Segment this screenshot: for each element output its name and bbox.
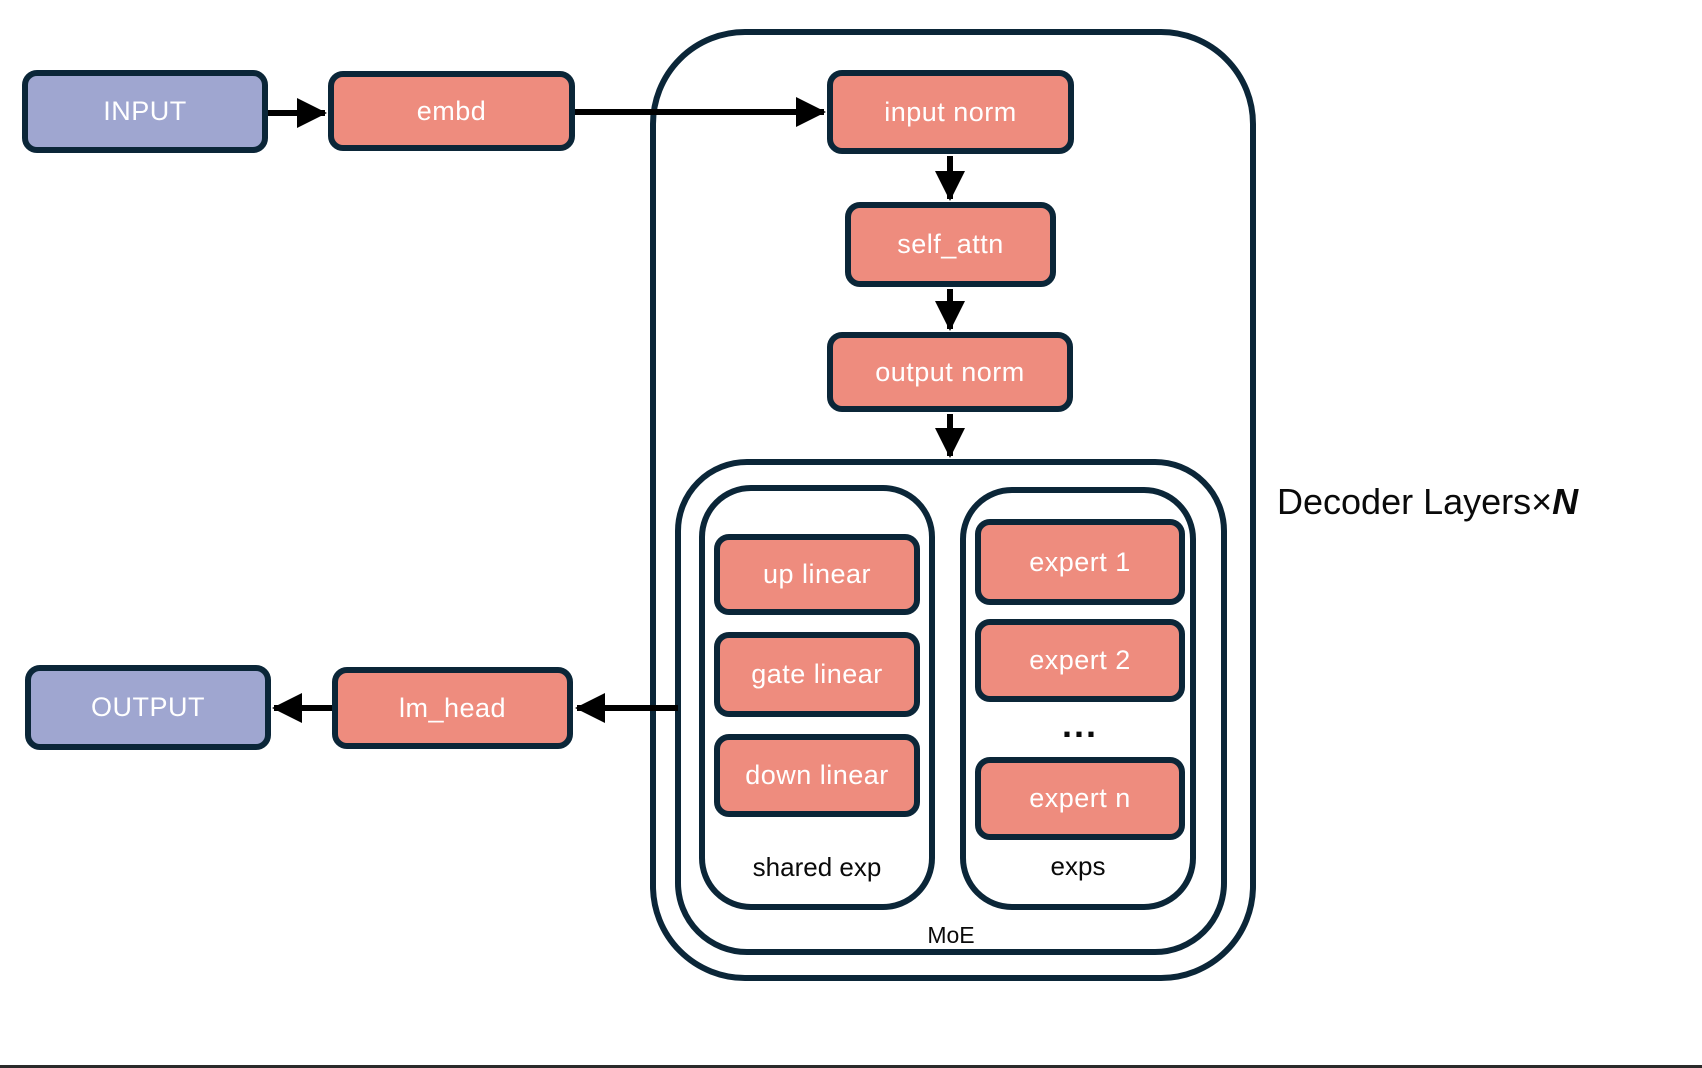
experts-ellipsis: ... [1061,704,1098,745]
node-expert-2-label: expert 2 [1029,645,1131,675]
node-lm-head-label: lm_head [398,692,507,723]
node-gate-linear-label: gate linear [751,659,883,689]
node-expert-2: expert 2 [975,619,1185,702]
node-input-norm-label: input norm [884,96,1017,127]
node-down-linear: down linear [714,734,920,817]
experts-caption: exps [1050,851,1106,881]
node-self-attn: self_attn [845,202,1056,287]
node-expert-n: expert n [975,757,1185,840]
experts-container [960,487,1196,910]
decoder-layers-times-sign: × [1531,481,1553,522]
node-lm-head: lm_head [332,667,573,749]
node-self-attn-label: self_attn [897,229,1004,259]
node-output: OUTPUT [25,665,271,750]
node-up-linear-label: up linear [762,559,872,589]
node-output-norm-label: output norm [875,356,1025,387]
node-gate-linear: gate linear [714,632,920,717]
node-down-linear-label: down linear [745,760,889,790]
decoder-layers-caption: Decoder Layers×N [1277,481,1578,523]
decoder-layers-n-variable: N [1552,481,1579,522]
node-expert-n-label: expert n [1029,783,1131,813]
decoder-layers-container [650,29,1256,981]
shared-expert-caption: shared exp [752,852,882,882]
node-embd: embd [328,71,575,151]
node-output-label: OUTPUT [91,692,205,722]
moe-caption: MoE [927,922,975,948]
node-expert-1: expert 1 [975,519,1185,605]
node-input-label: INPUT [103,96,187,126]
decoder-layers-caption-text: Decoder Layers [1277,481,1532,522]
node-expert-1-label: expert 1 [1029,546,1131,577]
node-input-norm: input norm [827,70,1074,154]
shared-expert-container [699,485,935,910]
node-output-norm: output norm [827,332,1073,412]
node-up-linear: up linear [714,534,920,615]
node-embd-label: embd [416,95,487,126]
node-input: INPUT [22,70,268,153]
moe-container [675,459,1227,955]
screenshot-bottom-edge [0,1065,1702,1068]
